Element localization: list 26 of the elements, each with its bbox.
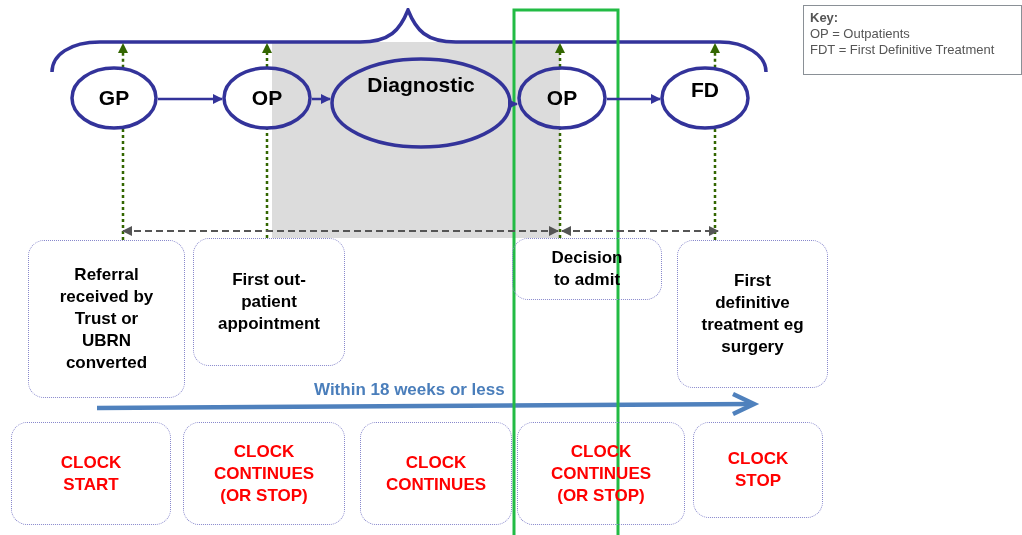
key-entry: OP = Outpatients [810,26,911,42]
arrow [607,94,661,104]
step-text: First out-patient appointment [217,269,321,335]
dotted-arrow [118,43,128,68]
clock-status-text: CLOCK CONTINUES (OR STOP) [212,440,316,507]
dotted-arrow [262,43,272,67]
key-box [803,5,1022,75]
step-text: First definitive treatment eg surgery [700,270,805,358]
node-label: FD [691,78,719,102]
key-entry: FDT = First Definitive Treatment [810,42,996,58]
interval-arrow [122,226,559,236]
clock-status-text: CLOCK CONTINUES [384,451,488,496]
node-label: GP [98,86,130,110]
interval-arrow [561,226,719,236]
clock-status-text: CLOCK STOP [726,448,790,492]
dotted-arrow [710,43,720,68]
clock-status-text: CLOCK START [59,451,123,496]
key-heading: Key: [810,10,840,26]
node-label: OP [251,86,283,110]
node-label: Diagnostic [367,73,475,97]
arrow [158,94,223,104]
dotted-arrow [555,43,565,68]
node-label: OP [546,86,578,110]
arrow [312,94,331,104]
timeline-label: Within 18 weeks or less [314,380,505,400]
step-text: Referral received by Trust or UBRN converted [58,264,155,374]
